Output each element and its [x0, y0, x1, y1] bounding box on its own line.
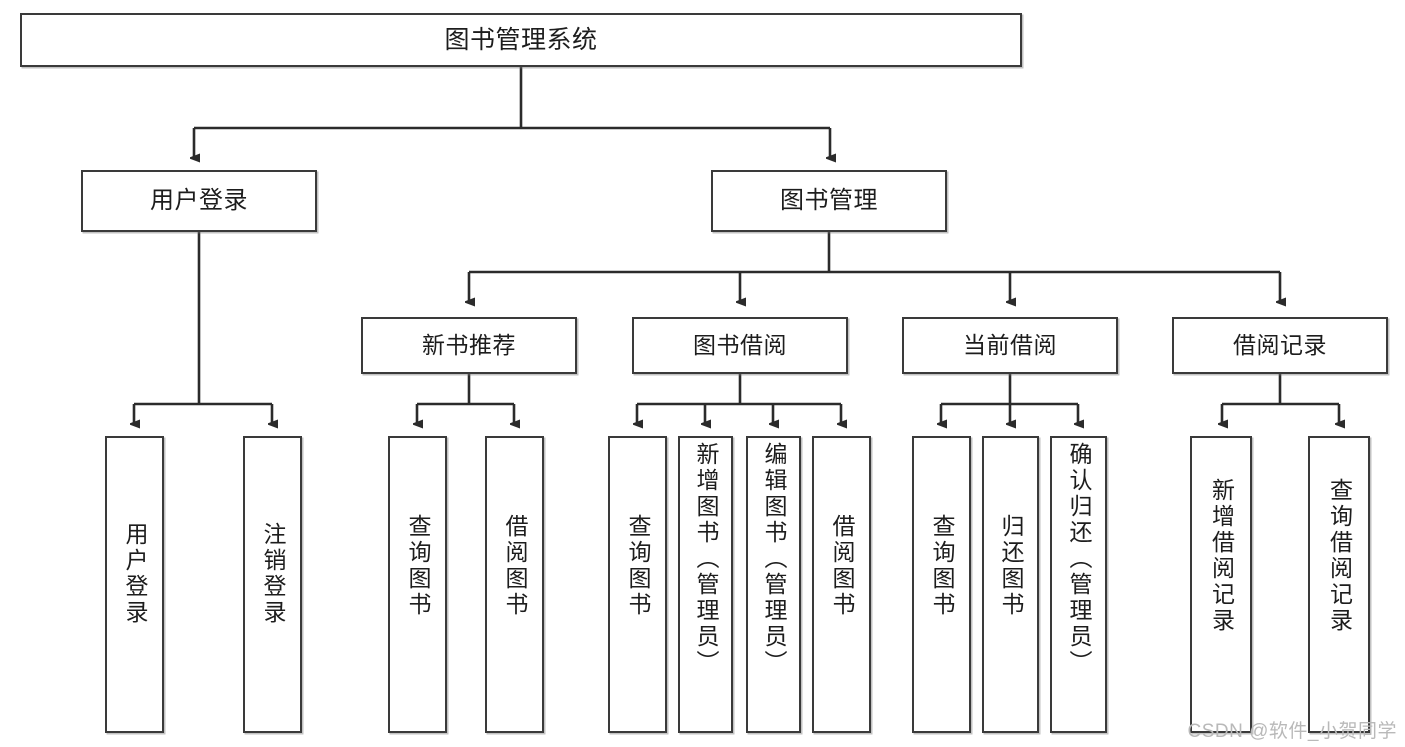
node-borrow-record[interactable]: 借阅记录	[1172, 317, 1388, 374]
leaf-new-book-query[interactable]: 查询图书	[388, 436, 447, 733]
leaf-current-borrow-confirm-label: 确认归还（管理员）	[1066, 442, 1092, 676]
leaf-book-borrow-add[interactable]: 新增图书（管理员）	[678, 436, 733, 733]
leaf-book-borrow-add-label: 新增图书（管理员）	[693, 442, 719, 676]
leaf-book-borrow-query-label: 查询图书	[625, 514, 651, 618]
leaf-user-login-logout-label: 注销登录	[260, 522, 286, 626]
node-book-management[interactable]: 图书管理	[711, 170, 947, 232]
node-current-borrow[interactable]: 当前借阅	[902, 317, 1118, 374]
leaf-new-book-borrow[interactable]: 借阅图书	[485, 436, 544, 733]
leaf-borrow-record-add-label: 新增借阅记录	[1208, 478, 1235, 634]
leaf-current-borrow-return-label: 归还图书	[998, 514, 1024, 618]
leaf-book-borrow-query[interactable]: 查询图书	[608, 436, 667, 733]
leaf-current-borrow-return[interactable]: 归还图书	[982, 436, 1039, 733]
leaf-current-borrow-query[interactable]: 查询图书	[912, 436, 971, 733]
node-new-book-recommend[interactable]: 新书推荐	[361, 317, 577, 374]
node-book-borrow-label: 图书借阅	[693, 331, 787, 358]
leaf-user-login-login-label: 用户登录	[122, 522, 148, 626]
node-new-book-recommend-label: 新书推荐	[422, 331, 516, 358]
leaf-book-borrow-borrow[interactable]: 借阅图书	[812, 436, 871, 733]
leaf-book-borrow-edit[interactable]: 编辑图书（管理员）	[746, 436, 801, 733]
leaf-current-borrow-confirm[interactable]: 确认归还（管理员）	[1050, 436, 1107, 733]
leaf-user-login-logout[interactable]: 注销登录	[243, 436, 302, 733]
node-borrow-record-label: 借阅记录	[1233, 331, 1327, 358]
leaf-new-book-borrow-label: 借阅图书	[502, 514, 528, 618]
leaf-current-borrow-query-label: 查询图书	[929, 514, 955, 618]
leaf-borrow-record-query[interactable]: 查询借阅记录	[1308, 436, 1370, 733]
node-book-borrow[interactable]: 图书借阅	[632, 317, 848, 374]
csdn-watermark: CSDN @软件_小贺同学	[1187, 721, 1397, 742]
leaf-book-borrow-borrow-label: 借阅图书	[829, 514, 855, 618]
node-root-label: 图书管理系统	[444, 26, 598, 54]
node-root[interactable]: 图书管理系统	[20, 13, 1022, 67]
leaf-new-book-query-label: 查询图书	[405, 514, 431, 618]
node-user-login-label: 用户登录	[150, 186, 248, 214]
leaf-borrow-record-query-label: 查询借阅记录	[1326, 478, 1353, 634]
node-current-borrow-label: 当前借阅	[963, 331, 1057, 358]
leaf-book-borrow-edit-label: 编辑图书（管理员）	[761, 442, 787, 676]
node-user-login[interactable]: 用户登录	[81, 170, 317, 232]
leaf-user-login-login[interactable]: 用户登录	[105, 436, 164, 733]
node-book-management-label: 图书管理	[780, 186, 878, 214]
leaf-borrow-record-add[interactable]: 新增借阅记录	[1190, 436, 1252, 733]
